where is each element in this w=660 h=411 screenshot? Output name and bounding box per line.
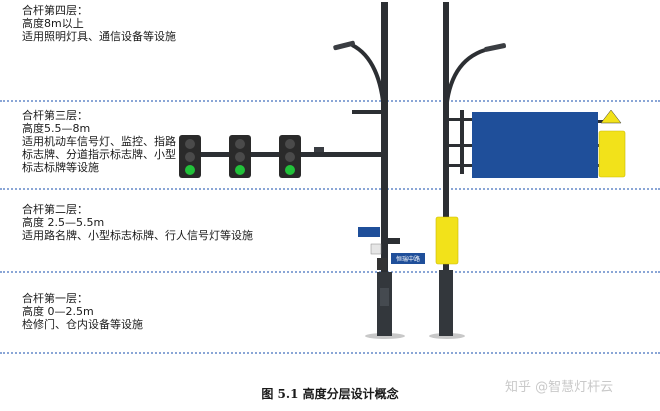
- layer-4-use: 适用照明灯具、通信设备等设施: [22, 30, 176, 43]
- traffic-signal-2: [229, 135, 251, 178]
- signal-2-lamp-top: [235, 139, 245, 149]
- small-sign-white: [370, 243, 382, 255]
- signal-3-lamp-mid: [285, 152, 295, 162]
- pole-1-shaft: [381, 2, 388, 335]
- layer-2-text: 合杆第二层： 高度 2.5—5.5m 适用路名牌、小型标志标牌、行人信号灯等设施: [22, 203, 253, 242]
- pole-1: 恒瑞中路: [179, 2, 425, 336]
- street-name-sign-text: 恒瑞中路: [396, 255, 420, 263]
- signal-3-lamp-top: [285, 139, 295, 149]
- traffic-signal-1: [179, 135, 201, 178]
- ped-signal-bracket: [388, 238, 400, 244]
- signal-3-lamp-green: [285, 165, 295, 175]
- pole-2-light-arm: [444, 48, 486, 113]
- pole-2-lamp-head: [484, 43, 507, 52]
- street-name-sign: [391, 253, 425, 264]
- layer-4-text: 合杆第四层： 高度8m以上 适用照明灯具、通信设备等设施: [22, 4, 176, 43]
- small-sign-blue: [358, 227, 380, 237]
- pole-1-light-arm: [351, 43, 386, 113]
- yellow-equipment-box-middle: [435, 216, 459, 265]
- layer-3-use-line-1: 适用机动车信号灯、监控、指路: [22, 135, 176, 148]
- pole-1-lamp-head: [333, 40, 355, 51]
- pole-2-base: [439, 270, 453, 336]
- layer-3-height: 高度5.5—8m: [22, 122, 91, 135]
- signal-1-lamp-green: [185, 165, 195, 175]
- warning-triangle: [600, 109, 622, 124]
- layer-3-title: 合杆第三层：: [22, 109, 88, 122]
- signal-1-lamp-top: [185, 139, 195, 149]
- pole-1-door: [380, 288, 389, 306]
- signal-1-lamp-mid: [185, 152, 195, 162]
- camera-body: [314, 147, 324, 152]
- guide-sign-board: [472, 112, 598, 178]
- divider-layer-3-2: [0, 188, 660, 190]
- layer-1-text: 合杆第一层： 高度 0—2.5m 检修门、仓内设备等设施: [22, 292, 143, 331]
- yellow-equipment-box-upper: [598, 130, 626, 178]
- layer-1-title: 合杆第一层：: [22, 292, 88, 305]
- layer-2-use: 适用路名牌、小型标志标牌、行人信号灯等设施: [22, 229, 253, 242]
- pole-illustration: 恒瑞中路: [179, 2, 626, 339]
- layer-3-use-line-2: 标志牌、分道指示标志牌、小型: [22, 148, 176, 161]
- layer-1-use: 检修门、仓内设备等设施: [22, 318, 143, 331]
- divider-layer-4-3: [0, 100, 660, 102]
- layer-2-title: 合杆第二层：: [22, 203, 88, 216]
- signal-2-lamp-green: [235, 165, 245, 175]
- layer-3-text: 合杆第三层： 高度5.5—8m 适用机动车信号灯、监控、指路 标志牌、分道指示标…: [22, 109, 176, 174]
- layer-2-height: 高度 2.5—5.5m: [22, 216, 105, 229]
- sign-post-connector: [460, 110, 464, 174]
- ped-signal: [377, 258, 387, 270]
- pole-1-upper-bracket: [352, 110, 384, 114]
- signal-2-lamp-mid: [235, 152, 245, 162]
- divider-ground: [0, 352, 660, 354]
- divider-layer-2-1: [0, 271, 660, 273]
- layer-4-title: 合杆第四层：: [22, 4, 88, 17]
- layer-4-height: 高度8m以上: [22, 17, 84, 30]
- layer-1-height: 高度 0—2.5m: [22, 305, 94, 318]
- layer-3-use-line-3: 标志标牌等设施: [22, 161, 99, 174]
- traffic-signal-3: [279, 135, 301, 178]
- pole-2: [435, 2, 626, 336]
- pole-2-shaft: [443, 2, 449, 335]
- watermark: 知乎 @智慧灯杆云: [505, 380, 614, 395]
- figure-caption: 图 5.1 高度分层设计概念: [261, 387, 399, 401]
